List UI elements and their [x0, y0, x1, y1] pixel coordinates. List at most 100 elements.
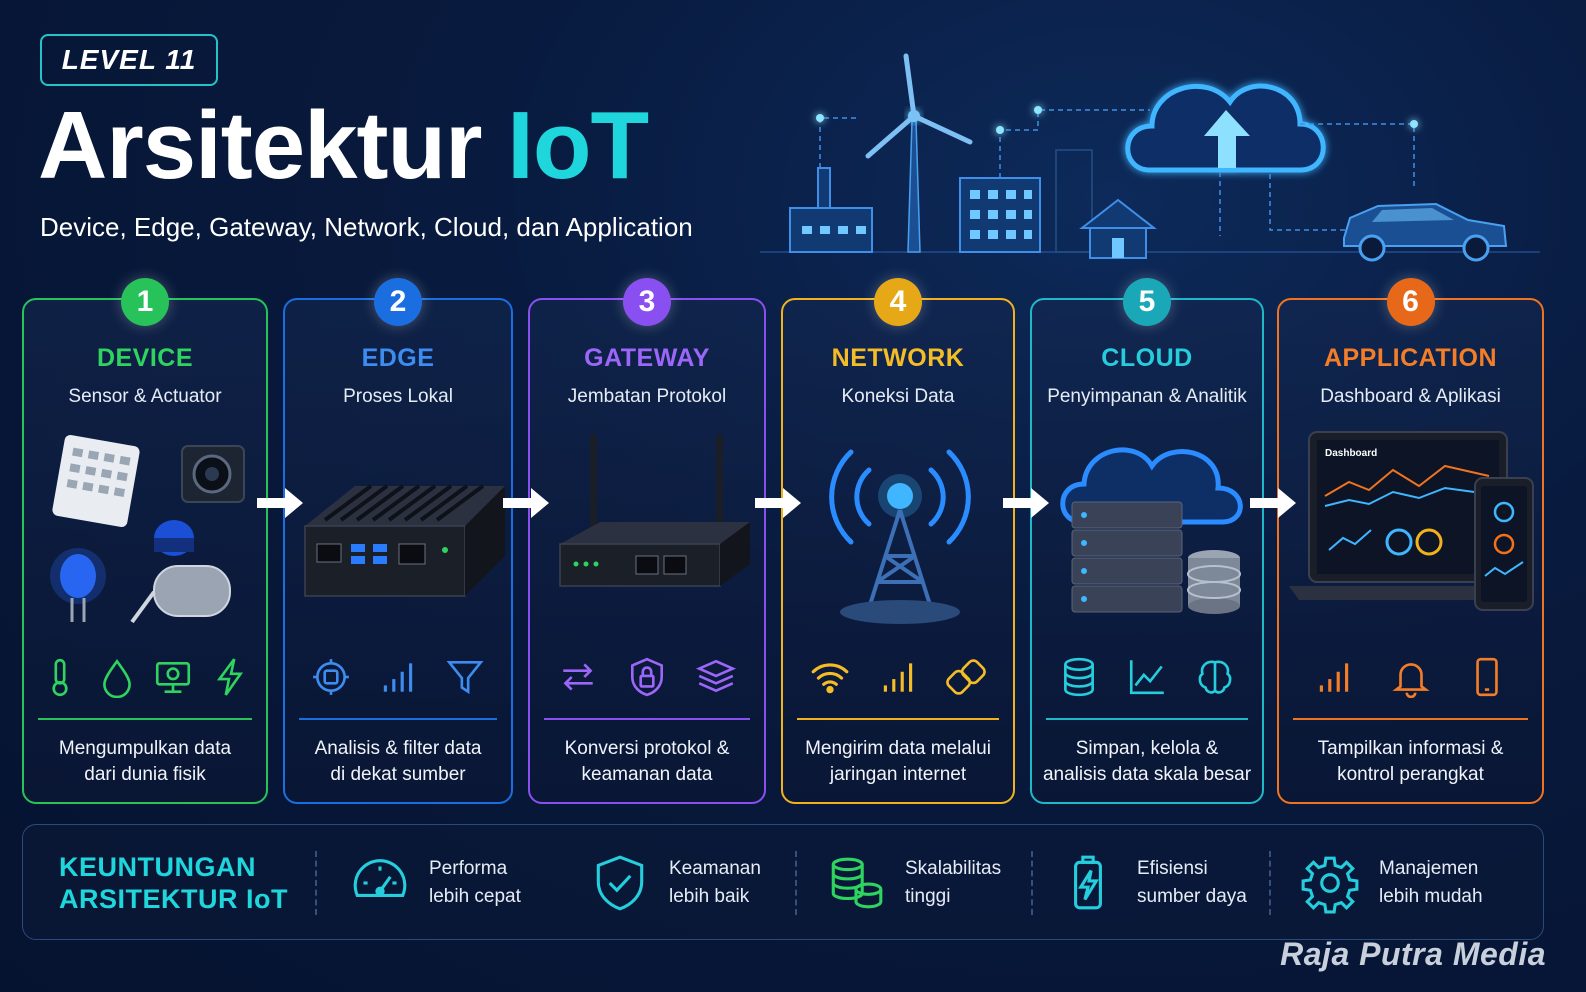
layer-icons — [783, 652, 1013, 702]
brain-chip-icon — [313, 659, 349, 695]
water-drop-icon — [102, 659, 131, 698]
layer-card-network: 4 NETWORK Koneksi Data Mengirim data mel… — [781, 278, 1015, 804]
layer-subtitle: Koneksi Data — [841, 386, 955, 407]
benefit-separator — [1031, 851, 1033, 915]
layer-icons — [1032, 652, 1262, 702]
cloud-upload-icon — [1125, 83, 1326, 173]
camera-monitor-icon — [156, 662, 191, 694]
layer-description: Tampilkan informasi &kontrol perangkat — [1317, 738, 1504, 785]
layer-title: EDGE — [361, 344, 435, 372]
thermometer-icon — [52, 658, 68, 697]
layer-subtitle: Sensor & Actuator — [68, 386, 222, 407]
card-divider — [299, 718, 497, 720]
coin-stack-icon — [831, 857, 883, 909]
lightning-icon — [217, 658, 244, 696]
layer-card-cloud: 5 CLOUD Penyimpanan & Analitik Simpan, k… — [1030, 278, 1264, 804]
layer-description: Konversi protokol &keamanan data — [564, 738, 730, 785]
layer-subtitle: Jembatan Protokol — [567, 386, 727, 407]
exchange-arrows-icon — [563, 663, 593, 691]
level-badge: LEVEL 11 — [40, 34, 218, 86]
shield-check-icon — [596, 855, 644, 911]
dashboard-app-illustration: Dashboard — [1289, 431, 1534, 611]
card-divider — [38, 718, 252, 720]
signal-bars-icon — [883, 663, 913, 692]
layer-icons — [24, 652, 266, 702]
battery-bolt-icon — [1074, 855, 1102, 910]
layer-card-application: 6 APPLICATION Dashboard & Aplikasi Dashb… — [1277, 278, 1544, 804]
shield-lock-icon — [630, 657, 664, 697]
layer-card-edge: 2 EDGE Proses Lokal Analisis & filter da… — [283, 278, 513, 804]
wind-turbine-icon — [865, 53, 973, 253]
flow-arrow-icon — [755, 488, 801, 518]
card-divider — [1293, 718, 1528, 720]
signal-bars-icon — [1320, 663, 1349, 692]
speedometer-icon — [353, 859, 407, 897]
car-icon — [1343, 202, 1508, 262]
layer-number: 3 — [623, 278, 671, 326]
dashboard-screen-label: Dashboard — [1325, 448, 1377, 459]
layer-number: 4 — [874, 278, 922, 326]
layer-title: APPLICATION — [1323, 344, 1498, 372]
card-divider — [544, 718, 750, 720]
brain-icon — [1198, 660, 1232, 694]
flow-arrow-icon — [1250, 488, 1296, 518]
page-title: Arsitektur IoT — [38, 92, 649, 199]
layer-subtitle: Proses Lokal — [343, 386, 453, 407]
layer-icons — [285, 652, 511, 702]
card-divider — [1046, 718, 1248, 720]
layer-title: NETWORK — [831, 344, 965, 372]
wifi-icon — [811, 663, 849, 694]
database-icon — [1064, 657, 1094, 697]
layer-number: 6 — [1386, 278, 1435, 326]
layer-description: Simpan, kelola &analisis data skala besa… — [1042, 738, 1252, 785]
network-tower-illustration — [829, 449, 971, 624]
layer-title: DEVICE — [96, 344, 194, 372]
filter-icon — [446, 660, 484, 695]
layer-card-device: 1 DEVICE Sensor & Actuator Mengumpulkan … — [22, 278, 268, 804]
flow-arrow-icon — [503, 488, 549, 518]
layer-card-gateway: 3 GATEWAY Jembatan Protokol Konversi pro… — [528, 278, 766, 804]
link-icon — [946, 659, 986, 695]
page-subtitle: Device, Edge, Gateway, Network, Cloud, d… — [40, 212, 693, 242]
layer-title: GATEWAY — [584, 344, 710, 372]
layer-icons — [530, 652, 764, 702]
flow-arrow-icon — [1003, 488, 1049, 518]
bell-icon — [1391, 663, 1430, 698]
line-chart-icon — [1129, 660, 1164, 695]
signal-bars-icon — [383, 663, 413, 692]
layer-subtitle: Dashboard & Aplikasi — [1320, 386, 1501, 407]
benefit-separator — [315, 851, 317, 915]
edge-device-illustration — [304, 484, 505, 597]
building-icon — [959, 149, 1093, 253]
layer-number: 5 — [1123, 278, 1171, 326]
benefit-separator — [1269, 851, 1271, 915]
factory-icon — [789, 167, 873, 253]
card-divider — [797, 718, 999, 720]
smartphone-icon — [1475, 657, 1498, 697]
house-icon — [1079, 198, 1157, 259]
watermark: Raja Putra Media — [1280, 936, 1546, 972]
layer-icons — [1279, 652, 1542, 702]
layer-number: 1 — [121, 278, 169, 326]
smart-city-cloud-illustration — [760, 53, 1540, 262]
layer-number: 2 — [374, 278, 422, 326]
layer-title: CLOUD — [1101, 344, 1193, 372]
sensor-actuator-illustration — [50, 434, 245, 624]
flow-arrow-icon — [257, 488, 303, 518]
cloud-server-illustration — [1060, 447, 1243, 614]
layer-subtitle: Penyimpanan & Analitik — [1047, 386, 1247, 407]
benefit-separator — [795, 851, 797, 915]
gear-icon — [1301, 856, 1359, 914]
layers-icon — [695, 659, 737, 693]
gateway-router-illustration — [559, 434, 750, 587]
